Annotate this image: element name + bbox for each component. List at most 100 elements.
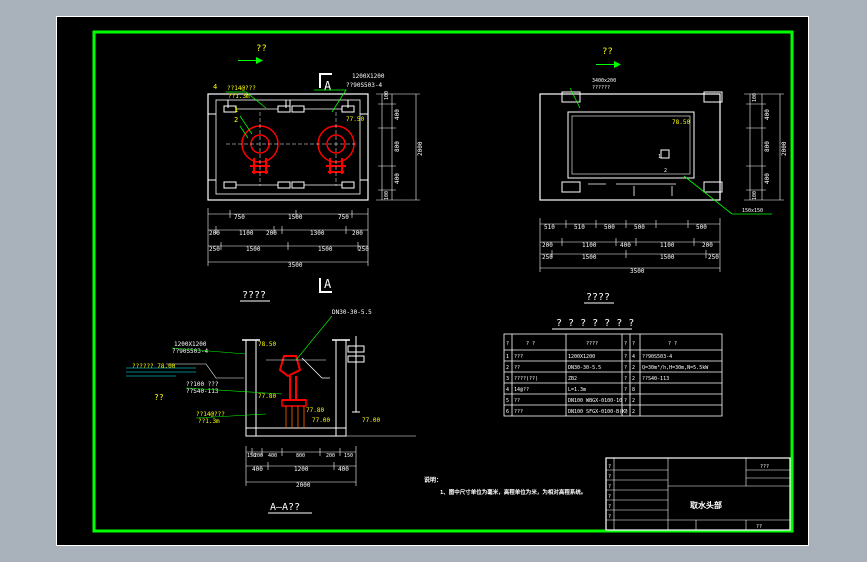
pl-dv-3: 400 [394,173,401,184]
drawing-name: 取水头部 [690,500,722,510]
table-row: 2 [506,365,509,371]
pr-dh3-1: 1500 [582,254,597,261]
section-mark-bottom [319,278,332,293]
pr-dh1-1: 510 [574,224,585,231]
sec-rod-len: ??1.3m [198,418,220,425]
pl-dv-2: 800 [394,141,401,152]
pr-dh1-2: 500 [604,224,615,231]
th-5: ? ? [668,341,677,347]
tb-date: ?? [756,524,762,530]
pump-plan-view: ?? A A [207,44,424,302]
cell: 2 [632,365,635,371]
pl-dh2-0: 200 [209,230,220,237]
sec-pipe-2: ??S40-113 [186,388,219,395]
pl-dh2-2: 200 [266,230,277,237]
pl-dh3-2: 1500 [318,246,333,253]
cell: ?? [514,365,520,371]
pl-dh3-1: 1500 [246,246,261,253]
pr-dh2-1: 1100 [582,242,597,249]
pl-dh2-4: 200 [352,230,363,237]
cell: DN100 WBGX-0100-10 [568,398,622,404]
cell: DN30-30-5.5 [568,365,601,371]
rod-len: ??1.3m [228,93,250,100]
sec-elev-low: 77.00 [312,417,330,424]
cell: Q=30m³/h,H=30m,N=5.5kW [642,365,709,371]
size-sub: ?????? [592,85,610,91]
cell: ? [624,365,627,371]
th-3: ? [624,341,627,347]
cell: ? [624,387,627,393]
section-dims [245,446,357,486]
plan-right-dims [539,218,721,272]
th-1: ? ? [526,341,535,347]
tb-scale: ??? [760,464,769,470]
plan-left-elev: 77.50 [346,116,364,123]
section-view: 1200X1200 ??90S503-4 78.50 DN30-30-5.5 ?… [126,309,416,514]
cell: ??S40-113 [642,376,669,382]
sec-note-mark: ?? [154,393,164,402]
pl-dh3-3: 250 [358,246,369,253]
subtitle-left: ???? [242,290,266,301]
material-table-title: ? ? ? ? ? ? ? [556,318,634,329]
table-row: 5 [506,398,509,404]
pl-dh1-0: 750 [234,214,245,221]
sec-rod-label: ??14@??? [196,411,225,418]
cell: ? [624,398,627,404]
cell: ?? [514,398,520,404]
sec-dtotal: 2000 [296,482,311,489]
pump-plan-title: ?? [256,44,267,54]
cell: ??90S503-4 [642,354,672,360]
cell: ? [624,354,627,360]
pl-dv-1: 400 [394,109,401,120]
sec-d1-0: 150 [247,453,256,459]
cell: DN100 SFGX-0100-B(K) [568,409,628,415]
sec-elev-bottom: 77.00 [362,417,380,424]
notes-line1: 1、图中尺寸单位为毫米，高程单位为米，为相对高程系统。 [440,488,586,496]
plan-right-elev: 78.50 [672,119,690,126]
outer-frame [56,16,809,546]
callout-4: 4 [213,83,217,91]
sec-d1-5: 150 [344,453,353,459]
cover-size: 1200X1200 [352,73,385,80]
pl-dh1-2: 750 [338,214,349,221]
cell: ? [624,376,627,382]
pr-dtotal: 3500 [630,268,645,275]
cad-drawing: ?? A A [56,16,809,546]
section-mark-a1: A [324,79,332,93]
title-block: ? ? ? ? ? ? 取水头部 ??? ?? [605,457,791,531]
pr-dv-4: 100 [752,191,758,200]
subtitle-right: ???? [586,292,610,303]
sec-d2-1: 1200 [294,466,309,473]
pl-dh2-1: 1100 [239,230,254,237]
size-label: 3400x200 [592,78,616,84]
inner-frame [92,30,794,533]
pl-dh1-1: 1500 [288,214,303,221]
plan-outline [207,93,369,201]
table-row: 1 [506,354,509,360]
pr-dh3-3: 250 [708,254,719,261]
cell: 2 [632,409,635,415]
pr-dh2-0: 200 [542,242,553,249]
cell: 4 [632,354,635,360]
cover-code: ??90S503-4 [346,82,383,89]
cell: 14@?? [514,387,529,393]
sec-elev-top: 78.50 [258,341,276,348]
cell: 8 [632,387,635,393]
pl-dv-total: 2000 [417,141,424,156]
notes: 说明： 1、图中尺寸单位为毫米，高程单位为米，为相对高程系统。 [424,476,586,496]
sec-pump-label: DN30-30-5.5 [332,309,372,316]
section-mark-a2: A [324,277,332,291]
pl-dh3-0: 250 [209,246,220,253]
tb-row-4: ? [608,504,611,510]
tb-row-1: ? [608,474,611,480]
pool-plan-view: ?? 3400x200 ?????? 78.50 1 2 150x150 510… [539,47,788,304]
table-row: 6 [506,409,509,415]
sec-d1-3: 800 [296,453,305,459]
pr-dh3-0: 250 [542,254,553,261]
pr-dh2-3: 1100 [660,242,675,249]
tb-row-5: ? [608,514,611,520]
th-0: ? [506,341,509,347]
sec-pipe-1: ??100 ??? [186,381,219,388]
section-title: A—A?? [270,502,300,513]
tb-row-0: ? [608,464,611,470]
